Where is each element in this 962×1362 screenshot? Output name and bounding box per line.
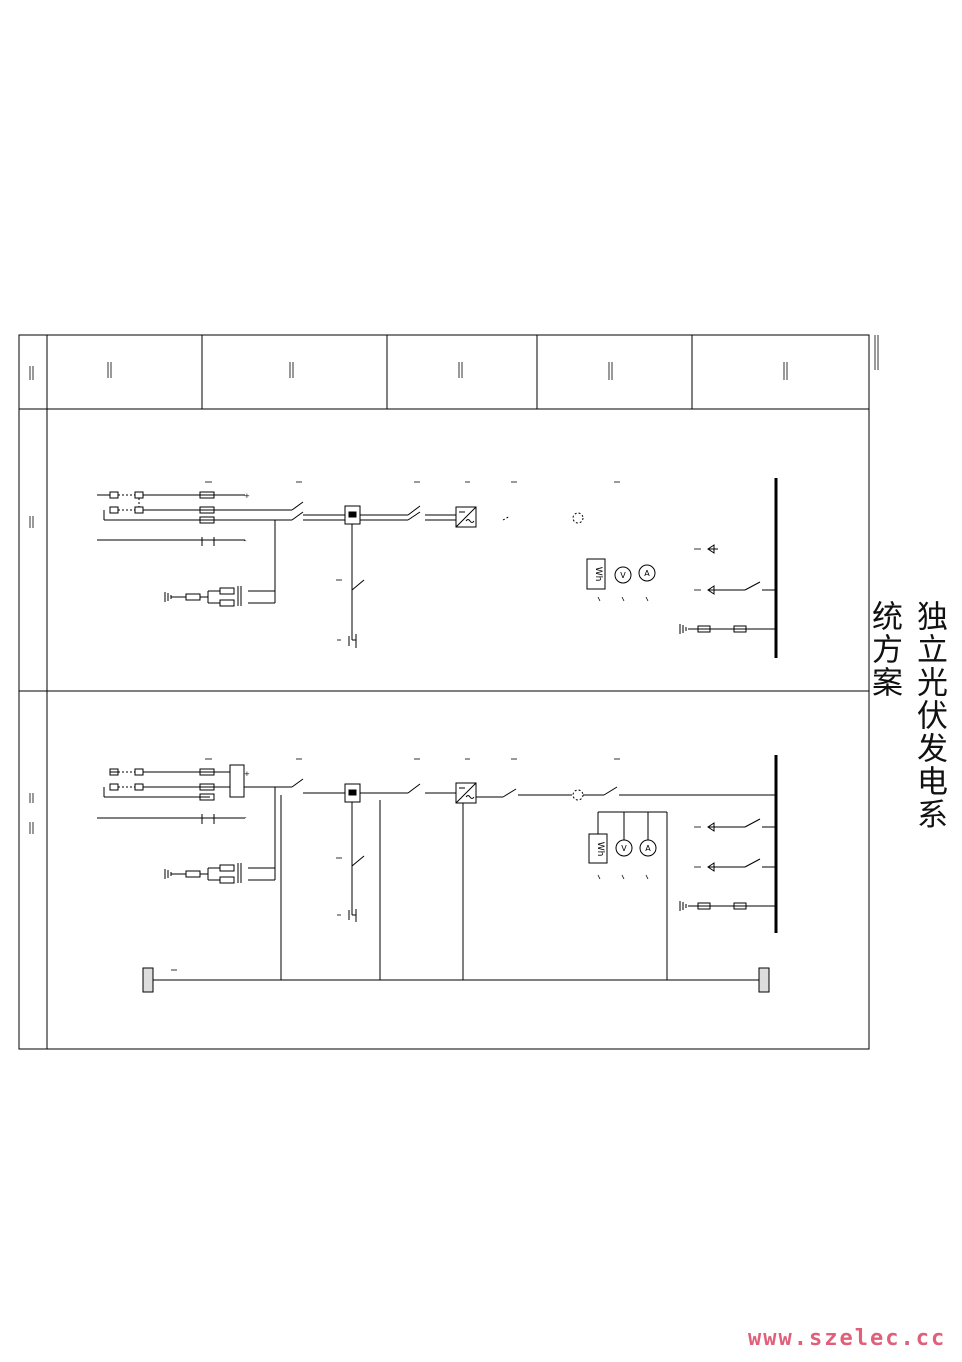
- energy-meter-2: [588, 833, 608, 864]
- polarity-plus-2: +: [244, 770, 250, 778]
- monitor-terminal-right: [758, 967, 770, 993]
- voltmeter-2: [615, 839, 633, 857]
- drawing-frame: [18, 334, 870, 1050]
- ammeter-2: [639, 839, 657, 857]
- watermark: www.szelec.cc: [748, 1326, 947, 1351]
- ammeter-1-label: A: [644, 569, 650, 578]
- polarity-plus-1: +: [244, 492, 250, 500]
- component-label-marks: [171, 481, 701, 971]
- voltmeter-1-label: V: [620, 571, 626, 580]
- header-label-marks: [29, 335, 879, 834]
- polarity-minus-2: -: [244, 814, 247, 822]
- energy-meter-1-label: Wh: [593, 567, 603, 582]
- scheme-2-circuit: [97, 755, 778, 993]
- monitor-terminal-left: [142, 967, 154, 993]
- ammeter-1: [638, 564, 656, 582]
- voltmeter-1: [614, 566, 632, 584]
- scheme-title: 独立光伏发电系统方案: [866, 600, 947, 831]
- energy-meter-2-label: Wh: [595, 842, 605, 857]
- scheme-1-circuit: [97, 478, 778, 658]
- voltmeter-2-label: V: [621, 844, 627, 853]
- energy-meter-1: [586, 558, 606, 590]
- ammeter-2-label: A: [645, 844, 651, 853]
- polarity-minus-1: -: [244, 537, 247, 545]
